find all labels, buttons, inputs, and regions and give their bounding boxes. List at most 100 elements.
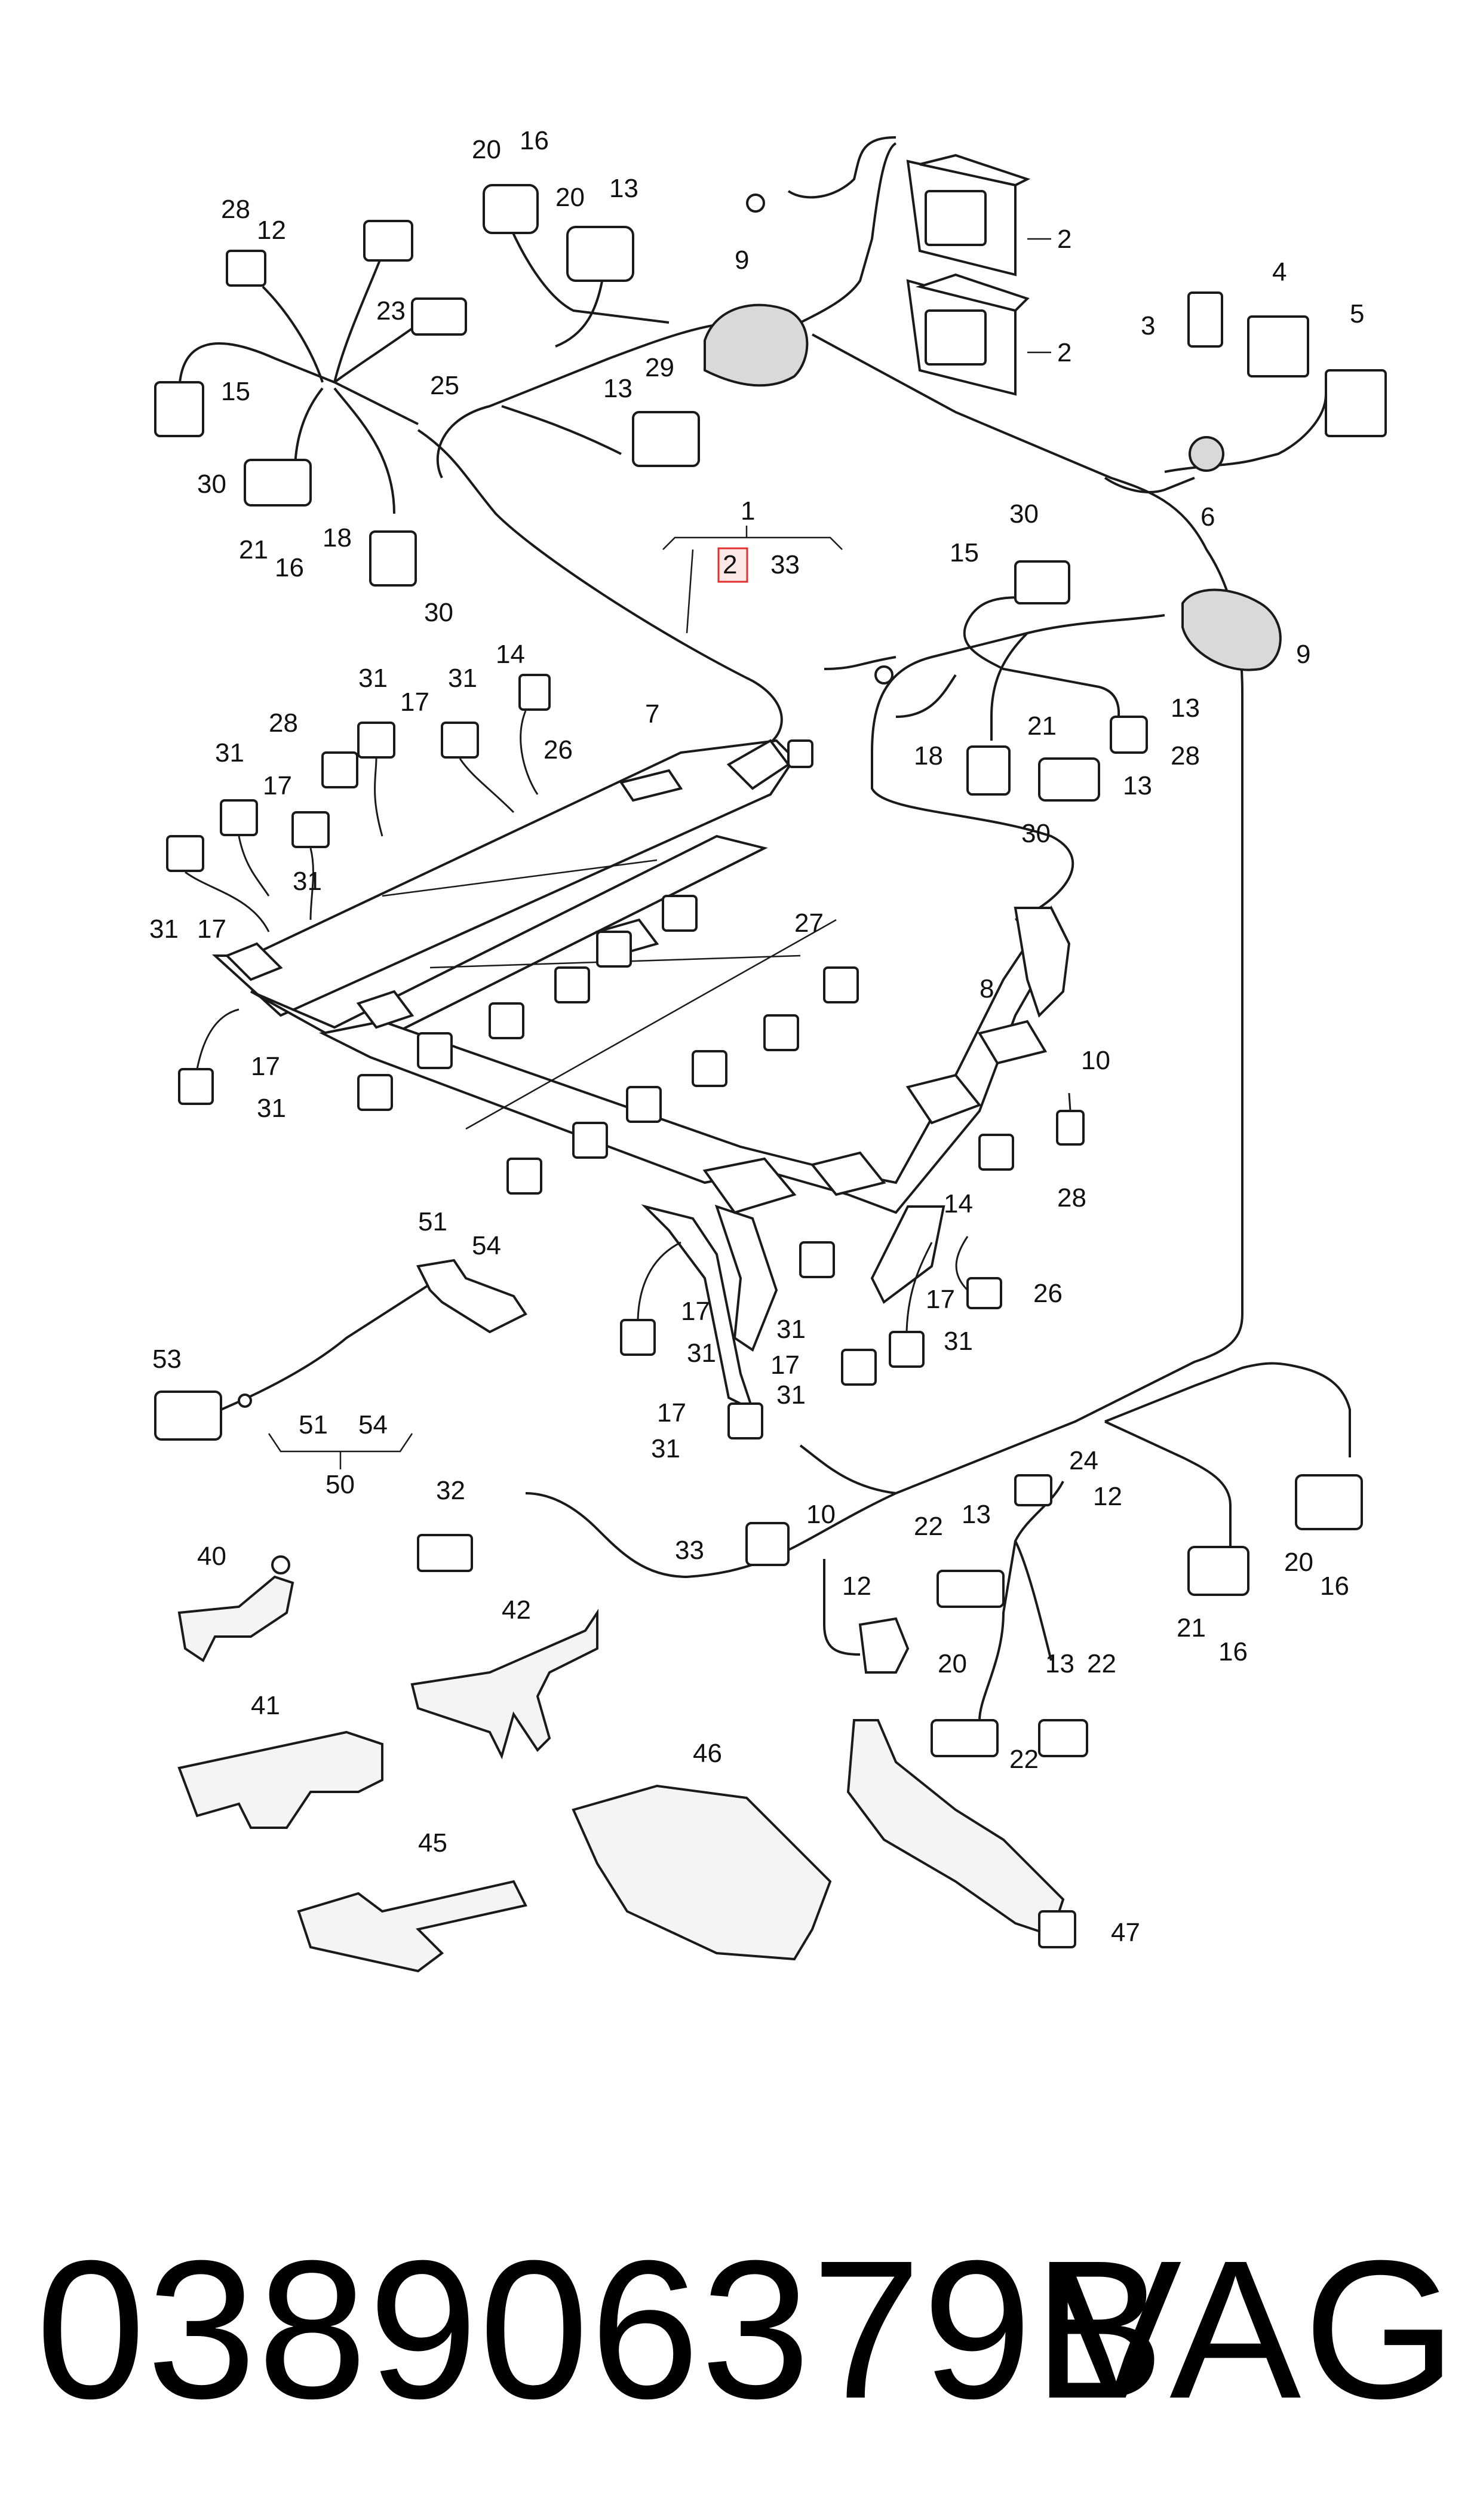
callout-22: 22 [914,1512,943,1541]
callout-17: 17 [657,1398,686,1428]
callout-8: 8 [980,974,994,1003]
footer: 038906379B VAG [0,2210,1483,2461]
callout-15: 15 [950,538,979,567]
connector-31-g [620,1241,681,1356]
callout-13: 13 [1171,693,1200,723]
sensor-assembly [154,1259,527,1469]
callout-31: 31 [776,1315,806,1344]
callout-29: 29 [645,353,674,382]
callout-26: 26 [1033,1279,1063,1308]
connector-31-f [799,1241,835,1278]
connector-31-a [220,799,270,897]
callout-30: 30 [197,469,226,499]
callout-6: 6 [1200,502,1215,532]
connector-31-i [841,1349,877,1386]
callout-18: 18 [323,523,352,553]
callout-13: 13 [1123,771,1152,800]
callout-20: 20 [472,135,501,164]
callout-27: 27 [794,908,824,938]
callout-21: 21 [239,535,268,564]
callout-12: 12 [1093,1482,1122,1511]
callout-28: 28 [221,195,250,224]
part-number: 038906379B [36,2219,1166,2439]
callout-31: 31 [448,664,477,693]
connector-31-b [291,811,330,920]
callout-15: 15 [221,377,250,406]
callout-25: 25 [430,371,459,400]
callout-28: 28 [1057,1183,1086,1213]
highlight-box [717,547,748,583]
callout-13: 13 [1045,1649,1074,1678]
callout-54: 54 [472,1231,501,1260]
callout-31: 31 [149,914,179,944]
callout-labels: 1 2 33 2 2 3 4 5 6 7 8 9 9 10 10 12 12 1… [149,126,1364,1947]
top-connectors [154,154,1387,802]
callout-30: 30 [1009,499,1039,529]
callout-21: 21 [1027,711,1057,741]
callout-17: 17 [251,1052,280,1081]
callout-22: 22 [1009,1745,1039,1774]
callout-53: 53 [152,1345,182,1374]
callout-31: 31 [651,1434,680,1463]
callout-17: 17 [770,1350,800,1380]
callout-17: 17 [400,687,429,717]
callout-31: 31 [687,1339,716,1368]
leader-lines [662,238,1051,634]
callout-51: 51 [418,1207,447,1236]
connector-31-h [727,1402,763,1439]
callout-9: 9 [1296,640,1310,669]
callout-31: 31 [293,867,322,896]
harness-body [211,739,1071,1412]
callout-30: 30 [1021,819,1051,848]
callout-2-boxed: 2 [723,550,737,579]
callout-42: 42 [502,1595,531,1625]
connector-31-c [357,722,395,837]
callout-13: 13 [603,374,632,403]
connector-28-c [1056,1092,1085,1146]
callout-22: 22 [1087,1649,1116,1678]
callout-23: 23 [376,296,406,326]
brackets [177,1555,1076,1973]
callout-47: 47 [1111,1918,1140,1947]
callout-14: 14 [496,640,525,669]
wiring-harness-diagram: 1 2 33 2 2 3 4 5 6 7 8 9 9 10 10 12 12 1… [149,126,1387,1973]
callout-13: 13 [962,1500,991,1529]
callout-21: 21 [1177,1613,1206,1643]
callout-24: 24 [1069,1446,1098,1475]
callout-16: 16 [520,126,549,155]
harness-connectors [166,674,1085,1439]
callout-17: 17 [197,914,226,944]
callout-26: 26 [544,735,573,765]
callout-16: 16 [275,553,304,582]
callout-31: 31 [257,1094,286,1123]
callout-32: 32 [436,1476,465,1505]
callout-31: 31 [776,1380,806,1410]
callout-3: 3 [1141,311,1155,340]
bottom-connectors [417,1474,1363,1757]
callout-20: 20 [555,183,585,212]
callout-2: 2 [1057,225,1071,254]
callout-18: 18 [914,741,943,771]
callout-14: 14 [944,1189,973,1218]
connector-31-d [441,722,515,814]
connector-17-a [178,1008,240,1105]
callout-17: 17 [681,1297,710,1326]
callout-40: 40 [197,1542,226,1571]
connector-26-a [518,674,551,795]
callout-17: 17 [263,771,292,800]
callout-4: 4 [1272,257,1287,287]
callout-28: 28 [1171,741,1200,771]
callout-1: 1 [741,496,755,526]
callout-16: 16 [1218,1637,1248,1666]
callout-12: 12 [842,1571,871,1601]
callout-33: 33 [770,550,800,579]
callout-31: 31 [215,738,244,768]
callout-31: 31 [944,1327,973,1356]
connector-28-a [321,751,358,788]
callout-13: 13 [609,174,638,203]
callout-54: 54 [358,1410,388,1439]
callout-50: 50 [326,1470,355,1499]
callout-20: 20 [1284,1548,1313,1577]
callout-51: 51 [299,1410,328,1439]
callout-45: 45 [418,1828,447,1858]
